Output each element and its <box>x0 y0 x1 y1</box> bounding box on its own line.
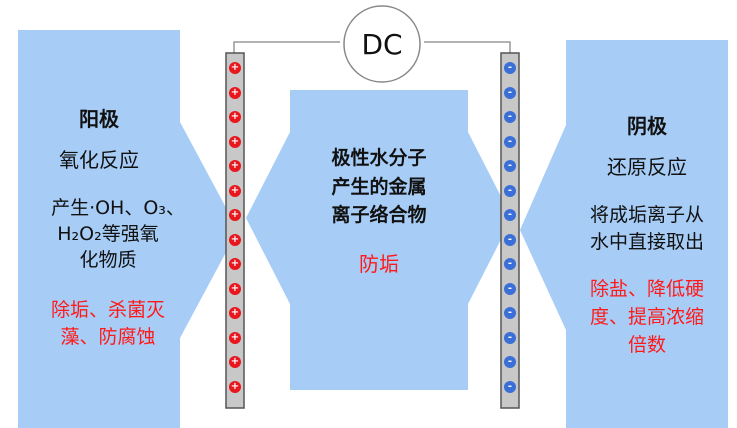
cathode-charge-minus: - <box>504 258 516 270</box>
anode-charge-plus: + <box>229 86 241 99</box>
cathode-charge-minus: - <box>504 282 516 295</box>
cathode-effects-line1: 除盐、降低硬 <box>589 278 704 300</box>
dc-power-circle <box>343 5 421 83</box>
cathode-effects-line3: 倍数 <box>627 334 666 356</box>
cathode-charge-minus: - <box>504 356 516 368</box>
anode-products-line3: 化物质 <box>79 249 137 271</box>
anode-charge-plus: + <box>229 258 241 270</box>
cathode-wire <box>424 41 511 53</box>
cathode-charge-minus: - <box>504 209 516 221</box>
anode-charge-plus: + <box>229 135 241 148</box>
dc-power-label: DC <box>361 27 403 61</box>
anode-charge-plus: + <box>229 209 241 221</box>
anode-charge-plus: + <box>229 307 241 319</box>
cathode-charge-minus: - <box>504 111 516 123</box>
cathode-reaction: 还原反应 <box>607 155 687 179</box>
middle-panel <box>246 90 512 390</box>
middle-line2: 产生的金属 <box>331 176 427 198</box>
cathode-desc-line1: 将成垢离子从 <box>589 204 704 226</box>
middle-line1: 极性水分子 <box>331 147 427 169</box>
middle-line3: 离子络合物 <box>331 204 427 226</box>
anode-panel <box>18 30 238 428</box>
anode-charge-plus: + <box>229 233 241 246</box>
anode-effects-line1: 除垢、杀菌灭 <box>50 299 165 321</box>
anode-products-line2: H₂O₂等强氧 <box>57 223 159 245</box>
anode-reaction: 氧化反应 <box>59 148 139 172</box>
anode-title: 阳极 <box>79 107 119 131</box>
cathode-charge-minus: - <box>504 184 516 197</box>
cathode-charge-minus: - <box>504 331 516 344</box>
anode-charge-plus: + <box>229 160 241 172</box>
anode-charge-plus: + <box>229 282 241 295</box>
anode-products-line1: 产生·OH、O₃、 <box>51 197 185 219</box>
anode-charge-plus: + <box>229 331 241 344</box>
cathode-charge-minus: - <box>504 307 516 319</box>
cathode-effects-line2: 度、提高浓缩 <box>589 306 704 328</box>
cathode-panel <box>520 40 728 428</box>
cathode-desc-line2: 水中直接取出 <box>589 231 704 253</box>
anode-wire <box>233 41 340 53</box>
cathode-charge-minus: - <box>504 380 516 393</box>
cathode-charge-minus: - <box>504 160 516 172</box>
anode-charge-plus: + <box>229 62 241 74</box>
cathode-title: 阴极 <box>627 114 667 138</box>
cathode-charge-minus: - <box>504 233 516 246</box>
middle-effect: 防垢 <box>359 252 399 276</box>
cathode-charge-minus: - <box>504 86 516 99</box>
cathode-charge-minus: - <box>504 135 516 148</box>
cathode-plate <box>500 52 520 409</box>
anode-plate <box>225 52 245 409</box>
anode-effects-line2: 藻、防腐蚀 <box>60 326 156 348</box>
anode-charge-plus: + <box>229 111 241 123</box>
anode-charge-plus: + <box>229 380 241 393</box>
cathode-charge-minus: - <box>504 62 516 74</box>
anode-charge-plus: + <box>229 184 241 197</box>
anode-charge-plus: + <box>229 356 241 368</box>
